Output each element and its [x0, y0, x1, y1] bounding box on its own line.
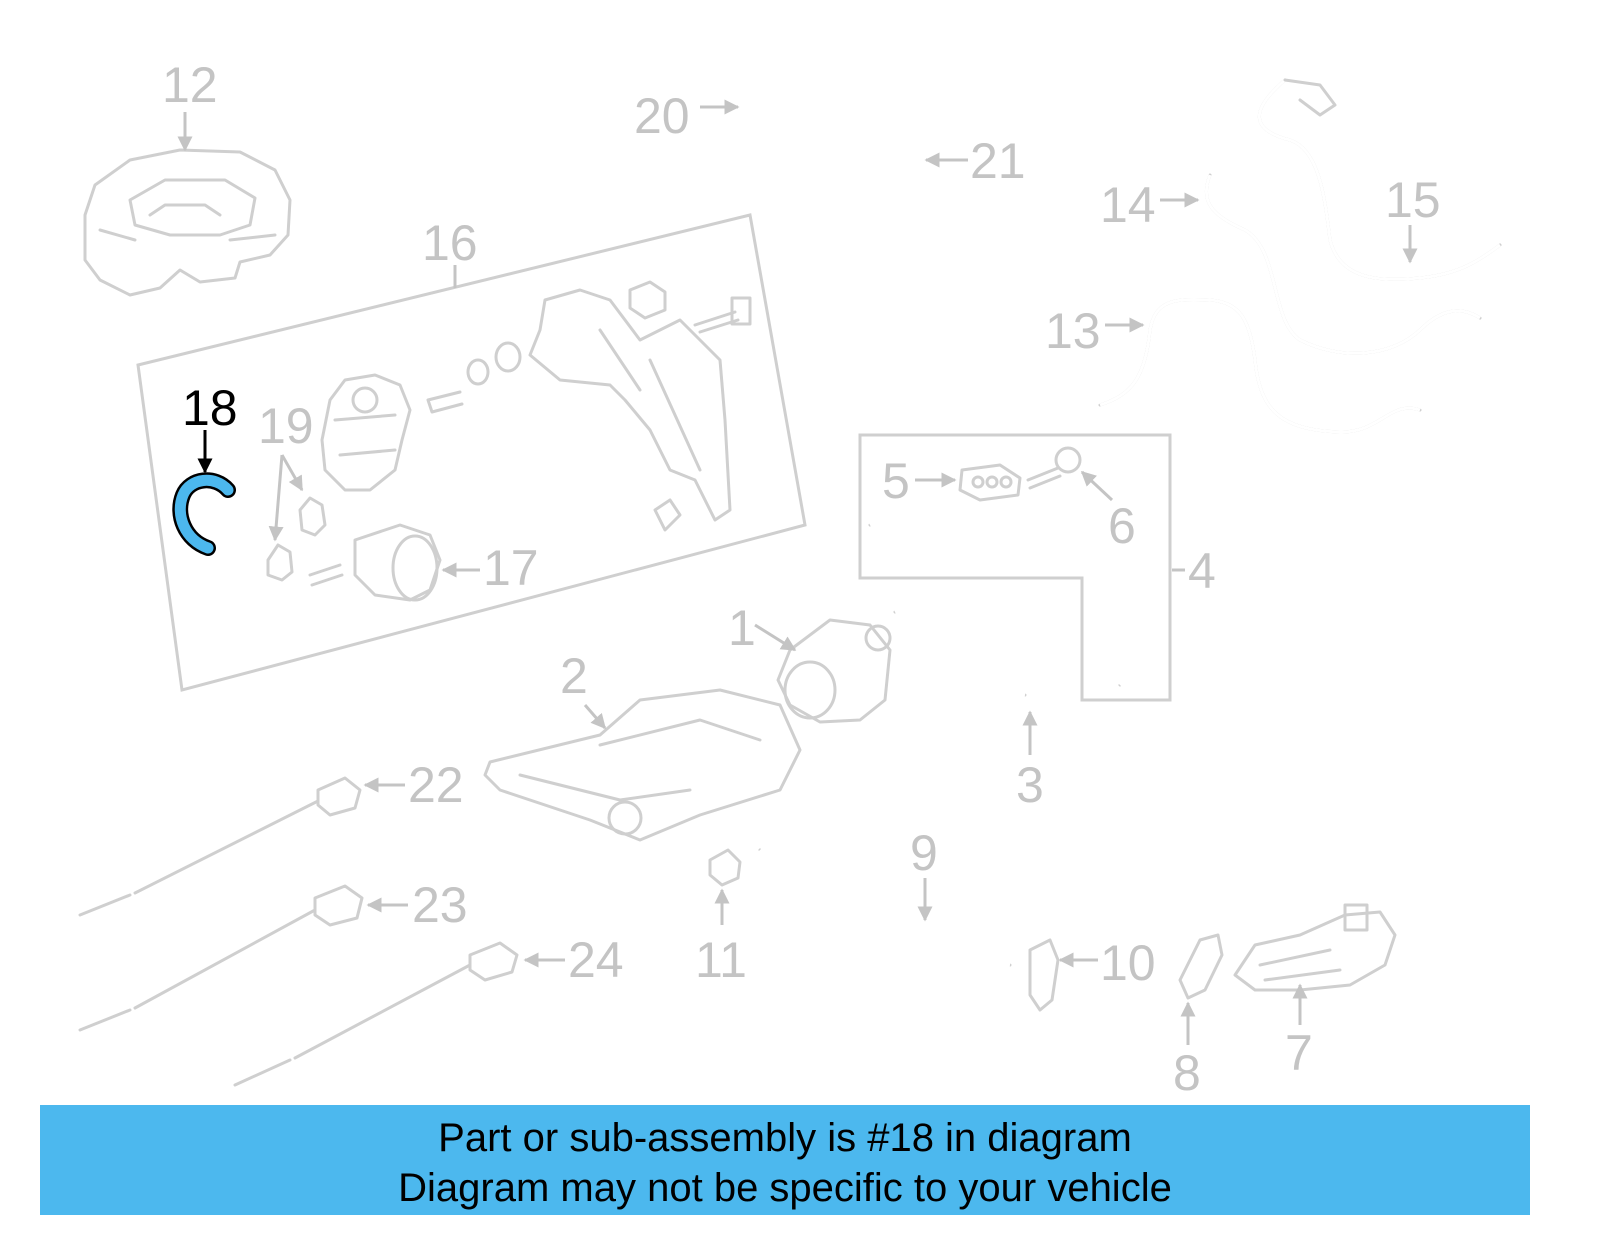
label-7: 7	[1285, 1025, 1313, 1081]
label-9: 9	[910, 825, 938, 881]
assembly-box-16	[136, 213, 807, 692]
label-16: 16	[422, 215, 478, 271]
part-15-line[interactable]	[1257, 78, 1502, 281]
label-24: 24	[568, 932, 624, 988]
label-6: 6	[1108, 498, 1136, 554]
label-15: 15	[1385, 172, 1441, 228]
label-13: 13	[1045, 303, 1101, 359]
part-5-gasket[interactable]	[958, 463, 1022, 502]
part-24-sensor[interactable]	[233, 941, 519, 1087]
banner-line-1: Part or sub-assembly is #18 in diagram	[438, 1116, 1132, 1160]
label-2: 2	[560, 648, 588, 704]
label-19: 19	[258, 398, 314, 454]
label-14: 14	[1100, 177, 1156, 233]
part-6-bolt[interactable]	[1026, 446, 1082, 490]
label-1: 1	[728, 600, 756, 656]
label-22: 22	[408, 757, 464, 813]
bolts-and-washers	[308, 296, 752, 587]
label-5: 5	[882, 453, 910, 509]
part-1-pump[interactable]	[776, 618, 892, 724]
label-18: 18	[182, 380, 238, 436]
label-11: 11	[695, 932, 747, 988]
part-22-sensor[interactable]	[78, 776, 362, 917]
part-4-hose[interactable]	[868, 515, 1135, 687]
part-12-housing[interactable]	[83, 148, 292, 297]
label-12: 12	[162, 57, 218, 113]
banner-line-2: Diagram may not be specific to your vehi…	[398, 1166, 1172, 1210]
label-17: 17	[483, 540, 539, 596]
part-19-clip-lower[interactable]	[266, 543, 294, 582]
label-21: 21	[970, 133, 1026, 189]
label-8: 8	[1173, 1045, 1201, 1101]
label-23: 23	[412, 877, 468, 933]
part-7-egr-unit[interactable]	[1233, 903, 1397, 992]
part-17-canister[interactable]	[353, 523, 442, 602]
part-2-panel[interactable]	[483, 688, 802, 842]
part-10-bracket[interactable]	[1028, 938, 1060, 1012]
part-18-hose-highlighted[interactable]	[172, 472, 236, 556]
part-8-gasket[interactable]	[1178, 933, 1224, 1000]
part-13-line[interactable]	[1098, 297, 1422, 434]
part-19-clip-upper[interactable]	[298, 496, 327, 537]
part-19-valve[interactable]	[320, 373, 412, 492]
info-banner: Part or sub-assembly is #18 in diagram D…	[40, 1105, 1530, 1215]
label-10: 10	[1100, 935, 1156, 991]
part-bracket[interactable]	[528, 280, 732, 532]
part-20-hose[interactable]	[748, 103, 870, 417]
label-4: 4	[1188, 543, 1216, 599]
part-11-clip[interactable]	[708, 848, 742, 887]
label-20: 20	[634, 88, 690, 144]
part-23-sensor[interactable]	[78, 884, 364, 1032]
assembly-box-4	[858, 433, 1172, 702]
label-3: 3	[1016, 757, 1044, 813]
